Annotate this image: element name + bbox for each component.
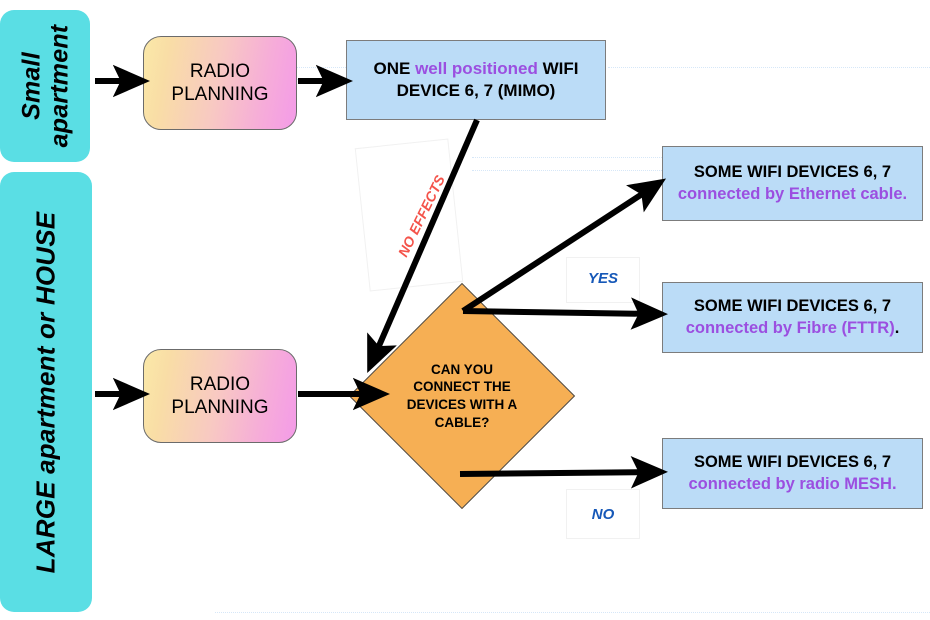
info-box-single-wifi-device[interactable]: ONE well positioned WIFI DEVICE 6, 7 (MI… bbox=[346, 40, 606, 120]
category-label-large-apartment-house: LARGE apartment or HOUSE bbox=[30, 211, 61, 573]
result-mesh-line2: connected by radio MESH. bbox=[688, 474, 896, 495]
decision-line4: CABLE? bbox=[434, 414, 490, 430]
process-box-top-text: RADIO PLANNING bbox=[171, 60, 268, 106]
result-ethernet-text: SOME WIFI DEVICES 6, 7 connected by Ethe… bbox=[678, 162, 907, 205]
result-mesh-line1: SOME WIFI DEVICES 6, 7 bbox=[693, 453, 892, 472]
result-box-mesh[interactable]: SOME WIFI DEVICES 6, 7 connected by radi… bbox=[662, 438, 923, 509]
background-artifact-line bbox=[608, 67, 930, 68]
info-top-line1-part1: ONE bbox=[373, 58, 416, 78]
info-box-top-text: ONE well positioned WIFI DEVICE 6, 7 (MI… bbox=[374, 58, 579, 102]
category-label-small-apartment: Small apartment bbox=[17, 24, 73, 148]
process-top-line2: PLANNING bbox=[171, 84, 269, 105]
result-box-ethernet[interactable]: SOME WIFI DEVICES 6, 7 connected by Ethe… bbox=[662, 146, 923, 221]
process-bottom-line2: PLANNING bbox=[171, 397, 269, 418]
edge-label-yes: YES bbox=[568, 258, 638, 298]
result-ethernet-line2: connected by Ethernet cable. bbox=[678, 184, 907, 205]
result-fibre-highlight: connected by Fibre (FTTR) bbox=[685, 318, 895, 337]
info-top-line1-highlight: well positioned bbox=[415, 58, 538, 78]
decision-node-cable-connection[interactable]: CAN YOU CONNECT THE DEVICES WITH A CABLE… bbox=[348, 282, 576, 510]
result-fibre-tail: . bbox=[894, 318, 900, 337]
edge-label-yes-text: YES bbox=[587, 269, 618, 287]
result-fibre-line2: connected by Fibre (FTTR). bbox=[686, 318, 900, 339]
process-box-radio-planning-top[interactable]: RADIO PLANNING bbox=[143, 36, 297, 130]
background-artifact-box bbox=[566, 489, 640, 539]
process-bottom-line1: RADIO bbox=[189, 373, 251, 395]
process-box-radio-planning-bottom[interactable]: RADIO PLANNING bbox=[143, 349, 297, 443]
edge-label-no-effects: NO EFFECTS bbox=[366, 163, 476, 268]
decision-line2: CONNECT THE bbox=[413, 379, 511, 395]
process-top-line1: RADIO bbox=[189, 60, 251, 82]
decision-line1: CAN YOU bbox=[430, 361, 493, 377]
edge-label-no-text: NO bbox=[591, 506, 615, 523]
info-top-line2: DEVICE 6, 7 (MIMO) bbox=[396, 81, 556, 100]
result-fibre-line1: SOME WIFI DEVICES 6, 7 bbox=[693, 297, 892, 316]
info-top-line1-part2: WIFI bbox=[537, 58, 579, 78]
decision-text: CAN YOU CONNECT THE DEVICES WITH A CABLE… bbox=[382, 316, 542, 476]
process-box-bottom-text: RADIO PLANNING bbox=[171, 373, 268, 419]
background-artifact-line bbox=[472, 170, 662, 171]
result-ethernet-line1: SOME WIFI DEVICES 6, 7 bbox=[693, 163, 892, 182]
background-artifact-line bbox=[215, 612, 930, 613]
result-box-fibre[interactable]: SOME WIFI DEVICES 6, 7 connected by Fibr… bbox=[662, 282, 923, 353]
decision-line3: DEVICES WITH A bbox=[406, 397, 518, 412]
edge-label-no-effects-text: NO EFFECTS bbox=[394, 172, 448, 259]
edge-label-no: NO bbox=[568, 492, 638, 537]
result-fibre-text: SOME WIFI DEVICES 6, 7 connected by Fibr… bbox=[686, 296, 900, 339]
result-mesh-highlight: connected by radio MESH. bbox=[688, 474, 897, 493]
result-mesh-text: SOME WIFI DEVICES 6, 7 connected by radi… bbox=[688, 452, 896, 495]
category-panel-small-apartment[interactable]: Small apartment bbox=[0, 10, 90, 162]
category-panel-large-apartment-house[interactable]: LARGE apartment or HOUSE bbox=[0, 172, 92, 612]
info-top-line1: ONE well positioned WIFI bbox=[374, 58, 579, 80]
background-artifact-line bbox=[472, 157, 662, 158]
background-artifact-line bbox=[248, 67, 380, 68]
result-ethernet-highlight: connected by Ethernet cable. bbox=[677, 184, 908, 203]
